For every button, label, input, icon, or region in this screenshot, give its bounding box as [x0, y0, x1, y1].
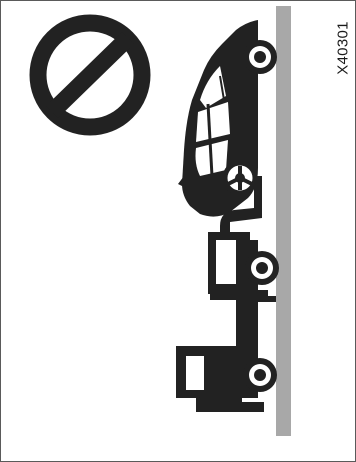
road-surface-icon: [276, 6, 291, 436]
towed-car-icon: [178, 20, 277, 217]
prohibition-sign-icon: [38, 23, 142, 127]
figure-code-label: X40301: [335, 21, 352, 75]
